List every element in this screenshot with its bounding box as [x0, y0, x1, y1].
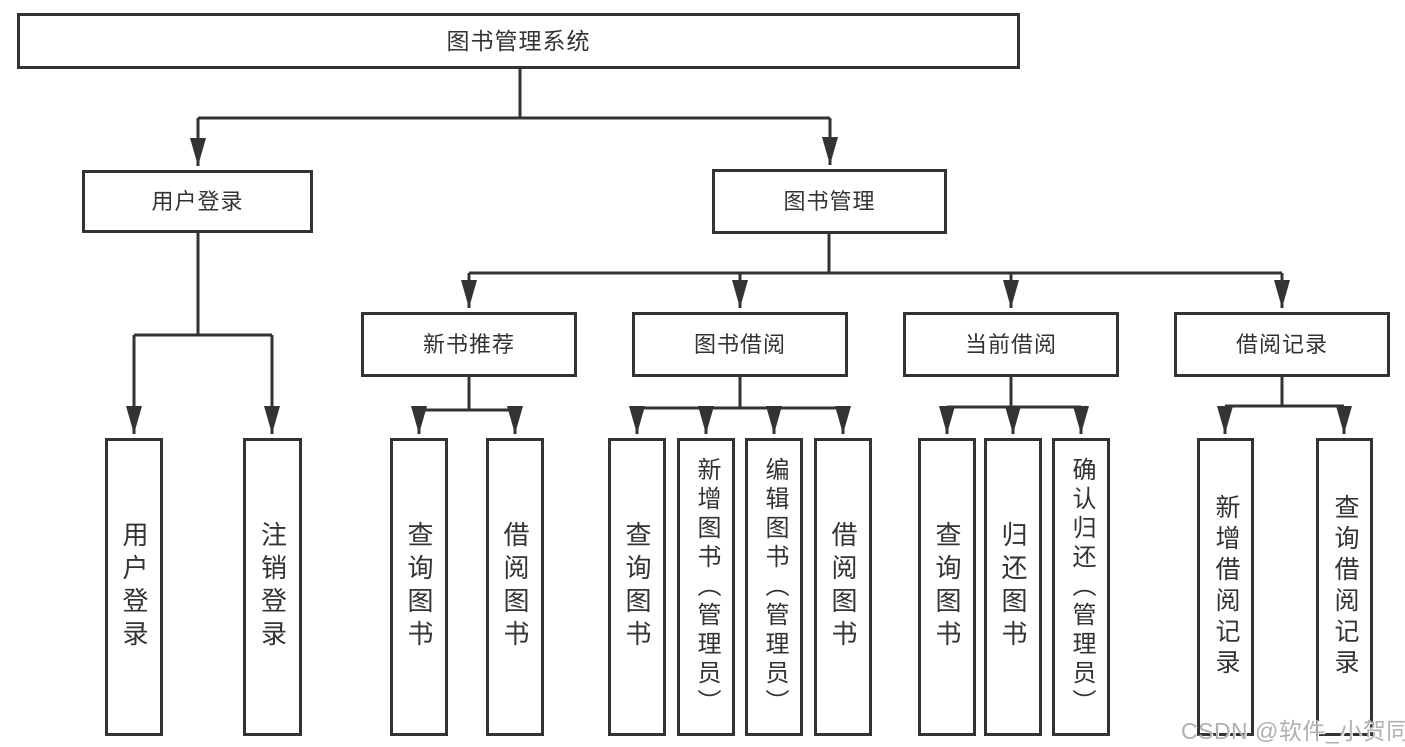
node-root: 图书管理系统: [17, 13, 1020, 69]
node-book-borrowing: 图书借阅: [632, 312, 848, 377]
node-add-borrow-record: 新增借阅记录: [1197, 438, 1254, 736]
node-new-book-recommend: 新书推荐: [361, 312, 577, 377]
node-edit-book-admin: 编辑图书（管理员）: [745, 438, 803, 736]
node-current-borrowing: 当前借阅: [903, 312, 1119, 377]
node-confirm-return-admin: 确认归还（管理员）: [1052, 438, 1110, 736]
node-query-book-rec: 查询图书: [390, 438, 448, 736]
node-add-book-admin: 新增图书（管理员）: [677, 438, 735, 736]
connector: [198, 69, 830, 120]
connector: [419, 377, 515, 412]
connector: [134, 233, 272, 337]
node-book-management: 图书管理: [712, 169, 947, 234]
node-query-borrow-record: 查询借阅记录: [1316, 438, 1373, 736]
node-borrow-book: 借阅图书: [814, 438, 872, 736]
node-logout: 注销登录: [243, 438, 302, 736]
connector: [1225, 377, 1344, 408]
connector: [637, 377, 843, 410]
node-user-login-leaf: 用户登录: [105, 438, 163, 736]
node-borrowing-records: 借阅记录: [1174, 312, 1390, 377]
connector: [947, 377, 1081, 409]
node-query-book-current: 查询图书: [918, 438, 976, 736]
node-user-login: 用户登录: [82, 170, 313, 233]
node-borrow-book-rec: 借阅图书: [486, 438, 544, 736]
watermark: CSDN @软件_小贺同学: [1181, 718, 1405, 744]
node-return-book: 归还图书: [984, 438, 1042, 736]
connector: [469, 234, 1282, 275]
node-query-book-borrow: 查询图书: [608, 438, 666, 736]
